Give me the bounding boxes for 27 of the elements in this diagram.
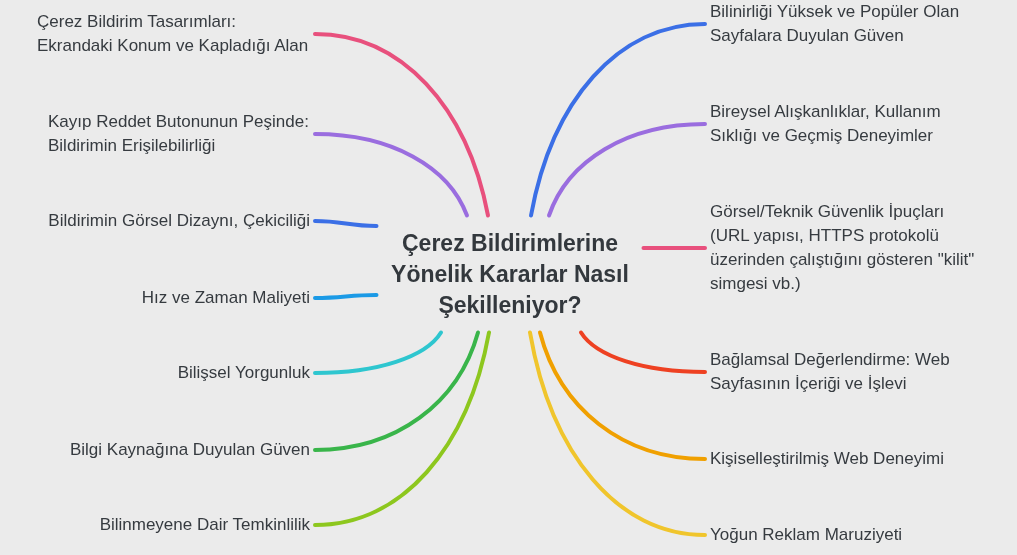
- branch-connector: [313, 32, 490, 218]
- branch-topic: Bireysel Alışkanlıklar, Kullanım Sıklığı ve Geçmiş Deneyimler: [710, 100, 942, 148]
- branch-topic: Bilişsel Yorgunluk: [177, 361, 310, 385]
- branch-connector: [641, 246, 707, 250]
- branch-topic: Bildirimin Görsel Dizaynı, Çekiciliği: [48, 209, 310, 233]
- branch-connector: [579, 330, 707, 374]
- branch-topic: Bilinirliği Yüksek ve Popüler Olan Sayfalara Duyulan Güven: [710, 0, 961, 48]
- branch-topic: Kişiselleştirilmiş Web Deneyimi: [710, 447, 944, 471]
- branch-connector: [313, 293, 379, 300]
- branch-topic: Yoğun Reklam Maruziyeti: [710, 523, 903, 547]
- central-topic: Çerez Bildirimlerine Yönelik Kararlar Nasıl Şekilleniyor?: [376, 215, 644, 333]
- branch-topic: Görsel/Teknik Güvenlik İpuçları (URL yapısı, HTTPS protokolü üzerinden çalıştığını gösteren "kilit" simgesi vb.): [710, 200, 976, 296]
- branch-connector: [528, 330, 707, 537]
- branch-connector: [313, 330, 491, 527]
- branch-topic: Hız ve Zaman Maliyeti: [141, 286, 310, 310]
- branch-connector: [538, 330, 707, 461]
- branch-connector: [313, 219, 379, 228]
- branch-connector: [313, 132, 469, 218]
- branch-topic: Bağlamsal Değerlendirme: Web Sayfasının İçeriği ve İşlevi: [710, 348, 951, 396]
- branch-connector: [313, 330, 443, 375]
- branch-connector: [547, 122, 707, 218]
- branch-topic: Bilgi Kaynağına Duyulan Güven: [69, 438, 310, 462]
- branch-topic: Çerez Bildirim Tasarımları: Ekrandaki Konum ve Kapladığı Alan: [37, 10, 310, 58]
- branch-topic: Bilinmeyene Dair Temkinlilik: [99, 513, 310, 537]
- branch-topic: Kayıp Reddet Butonunun Peşinde: Bildirimin Erişilebilirliği: [48, 110, 310, 158]
- branch-connector: [313, 330, 480, 452]
- branch-connector: [529, 22, 707, 218]
